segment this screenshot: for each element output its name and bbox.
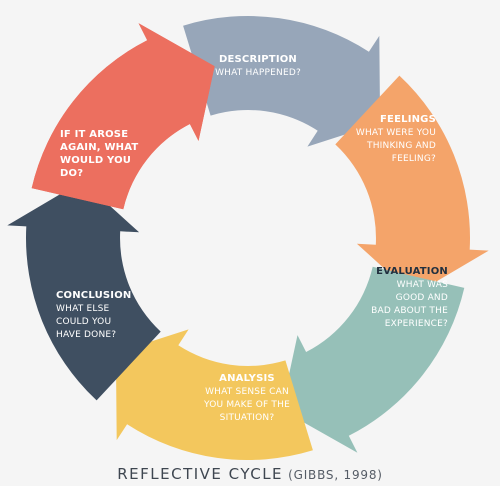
- label-analysis: ANALYSIS WHAT SENSE CAN YOU MAKE OF THE SIT…: [203, 373, 290, 423]
- conclusion-subtitle-line: HAVE DONE?: [56, 330, 116, 340]
- label-action-plan: IF IT AROSE AGAIN, WHAT WOULD YOU DO?: [60, 129, 138, 179]
- label-evaluation: EVALUATION WHAT WAS GOOD AND BAD ABOUT THE E…: [371, 266, 448, 329]
- evaluation-subtitle-line: BAD ABOUT THE: [371, 306, 448, 316]
- feelings-title-line: FEELINGS: [380, 114, 436, 125]
- caption-title: REFLECTIVE CYCLE: [117, 465, 284, 483]
- reflective-cycle-diagram: DESCRIPTION WHAT HAPPENED? FEELINGS WHAT WE…: [7, 15, 489, 460]
- conclusion-subtitle-line: COULD YOU: [56, 317, 111, 327]
- label-feelings: FEELINGS WHAT WERE YOU THINKING AND FEELING…: [356, 114, 436, 164]
- analysis-subtitle-line: SITUATION?: [220, 413, 275, 423]
- segment-description: [183, 15, 381, 147]
- analysis-subtitle-line: YOU MAKE OF THE: [203, 400, 290, 410]
- evaluation-title-line: EVALUATION: [376, 266, 448, 277]
- segment-evaluation: [281, 266, 465, 453]
- analysis-subtitle-line: WHAT SENSE CAN: [205, 387, 289, 397]
- description-subtitle-line: WHAT HAPPENED?: [215, 68, 301, 78]
- evaluation-subtitle-line: WHAT WAS: [397, 280, 448, 290]
- segment-feelings: [335, 75, 489, 295]
- feelings-subtitle-line: WHAT WERE YOU: [356, 128, 436, 138]
- label-description: DESCRIPTION WHAT HAPPENED?: [215, 54, 301, 78]
- conclusion-title-line: CONCLUSION: [56, 290, 131, 301]
- feelings-subtitle-line: FEELING?: [392, 154, 436, 164]
- feelings-subtitle-line: THINKING AND: [366, 141, 436, 151]
- description-title-line: DESCRIPTION: [219, 54, 297, 65]
- segment-action-plan-overlay: [31, 23, 215, 210]
- evaluation-subtitle-line: EXPERIENCE?: [385, 319, 448, 329]
- segment-analysis: [115, 329, 313, 460]
- segment-conclusion: [7, 181, 161, 401]
- action-plan-title-line: DO?: [60, 168, 83, 179]
- analysis-title-line: ANALYSIS: [219, 373, 275, 384]
- action-plan-title-line: AGAIN, WHAT: [60, 142, 138, 153]
- evaluation-subtitle-line: GOOD AND: [396, 293, 448, 303]
- diagram-caption: REFLECTIVE CYCLE (GIBBS, 1998): [0, 464, 500, 483]
- label-conclusion: CONCLUSION WHAT ELSE COULD YOU HAVE DONE?: [56, 290, 131, 340]
- action-plan-title-line: IF IT AROSE: [60, 129, 128, 140]
- conclusion-subtitle-line: WHAT ELSE: [56, 304, 109, 314]
- caption-citation: (GIBBS, 1998): [288, 468, 383, 482]
- action-plan-title-line: WOULD YOU: [60, 155, 131, 166]
